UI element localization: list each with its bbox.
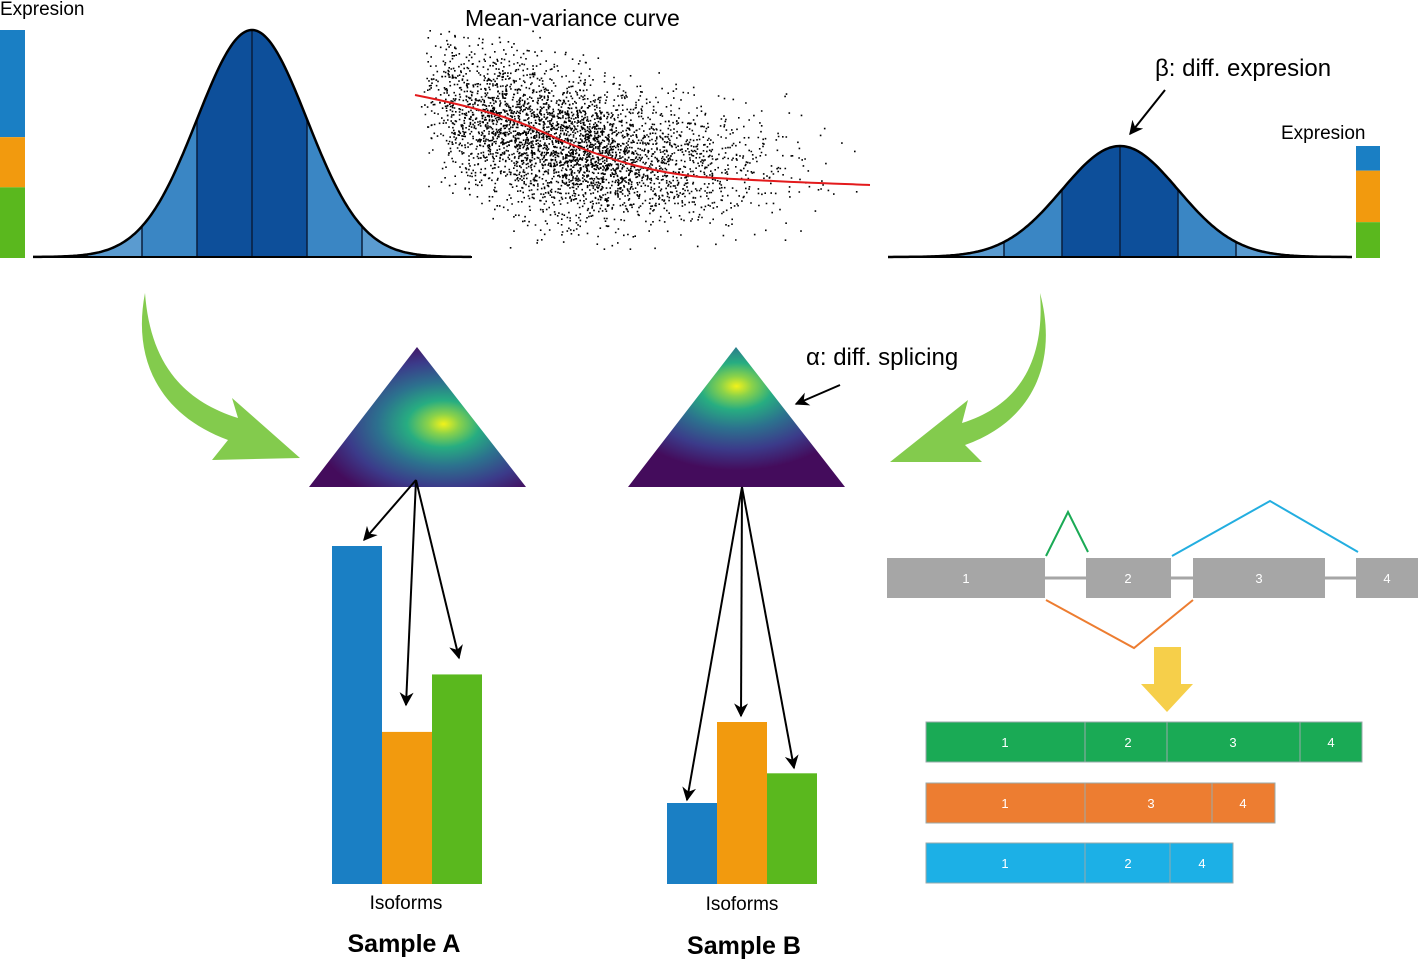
isoform-green-label-1: 1 — [1001, 735, 1008, 750]
sample-b-arrows — [682, 486, 799, 802]
isoform-green-exon-4 — [1299, 721, 1363, 763]
isoform-orange-label-1: 1 — [1001, 796, 1008, 811]
gene-exon-label-1: 1 — [962, 571, 969, 586]
expression-bar-left — [0, 30, 25, 258]
mean-variance-curve — [414, 94, 871, 186]
bell-band — [362, 226, 417, 257]
bell-curve-left — [33, 28, 472, 259]
junction-green — [1045, 509, 1089, 557]
gene-model: 1 2 3 4 — [887, 499, 1418, 650]
bell-band — [1236, 242, 1294, 257]
isoform-cyan: 1 2 4 — [925, 842, 1234, 884]
isoform-orange-exon-4 — [1211, 782, 1276, 824]
isoform-green-exon-1 — [925, 721, 1086, 763]
isoform-green-label-4: 4 — [1327, 735, 1334, 750]
density-triangle-a — [309, 347, 526, 487]
bell-band — [197, 30, 252, 257]
isoform-orange-exon-3 — [1084, 782, 1213, 824]
gene-exon-label-2: 2 — [1124, 571, 1131, 586]
sample-b-bar-blue — [667, 803, 717, 884]
green-arrow-left — [141, 293, 300, 460]
expression-label-right: Expresion — [1281, 123, 1366, 144]
green-arrow-right — [890, 293, 1046, 462]
bell-band — [1062, 146, 1120, 257]
isoform-orange-exon-1 — [925, 782, 1086, 824]
bell-curve-right — [888, 144, 1352, 259]
gene-exon-3 — [1193, 558, 1325, 598]
isoform-cyan-label-2: 2 — [1124, 856, 1131, 871]
isoform-cyan-label-3: 4 — [1198, 856, 1205, 871]
bell-band — [252, 30, 307, 257]
sample-a-bar-green — [432, 674, 482, 884]
isoform-cyan-label-1: 1 — [1001, 856, 1008, 871]
sample-a-bar-blue — [332, 546, 382, 884]
alpha-arrow — [794, 384, 841, 406]
junction-orange — [1045, 599, 1194, 650]
beta-label: β: diff. expresion — [1155, 55, 1331, 82]
scatter-points — [420, 30, 858, 250]
yellow-down-arrow — [1141, 647, 1193, 712]
isoform-green-exon-2 — [1084, 721, 1168, 763]
isoform-cyan-exon-2 — [1084, 842, 1171, 884]
expression-segment-orange — [0, 137, 25, 188]
isoform-green-label-3: 3 — [1229, 735, 1236, 750]
gene-exon-4 — [1356, 558, 1418, 598]
sample-a-title: Sample A — [347, 930, 460, 958]
gene-exon-label-4: 4 — [1383, 571, 1390, 586]
expression-segment-blue — [0, 30, 25, 138]
gene-exon-label-3: 3 — [1255, 571, 1262, 586]
mean-variance-scatter — [420, 30, 858, 250]
bell-outline — [33, 28, 471, 259]
isoforms-label-b: Isoforms — [706, 894, 779, 915]
expression-segment-green — [1356, 222, 1380, 258]
sample-b-bar-orange — [717, 722, 767, 884]
expression-label-left: Expresion — [0, 0, 85, 20]
isoform-green-label-2: 2 — [1124, 735, 1131, 750]
sample-a-arrows — [363, 479, 463, 707]
junction-blue — [1171, 499, 1359, 557]
sample-a-chart — [332, 546, 482, 884]
alpha-label: α: diff. splicing — [806, 344, 958, 371]
expression-bar-right — [1356, 146, 1380, 258]
expression-segment-green — [0, 187, 25, 258]
bell-outline — [888, 144, 1352, 259]
sample-b-bar-green — [767, 773, 817, 884]
isoform-orange-label-2: 3 — [1147, 796, 1154, 811]
isoform-green: 1 2 3 4 — [925, 721, 1363, 763]
isoforms-label-a: Isoforms — [370, 893, 443, 914]
mean-variance-title: Mean-variance curve — [465, 5, 680, 31]
beta-arrow — [1129, 89, 1166, 136]
density-triangle-b — [628, 347, 845, 487]
isoform-orange: 1 3 4 — [925, 782, 1276, 824]
isoform-cyan-exon-1 — [925, 842, 1086, 884]
expression-segment-orange — [1356, 170, 1380, 223]
bell-band — [1120, 146, 1178, 257]
bell-band — [87, 226, 142, 257]
gene-exon-2 — [1086, 558, 1171, 598]
sample-b-chart — [667, 722, 817, 884]
sample-a-bar-orange — [382, 731, 432, 884]
expression-segment-blue — [1356, 146, 1380, 171]
sample-b-title: Sample B — [687, 932, 801, 960]
isoform-cyan-exon-4 — [1169, 842, 1234, 884]
bell-band — [946, 242, 1004, 257]
gene-exon-1 — [887, 558, 1045, 598]
isoform-orange-label-3: 4 — [1239, 796, 1246, 811]
